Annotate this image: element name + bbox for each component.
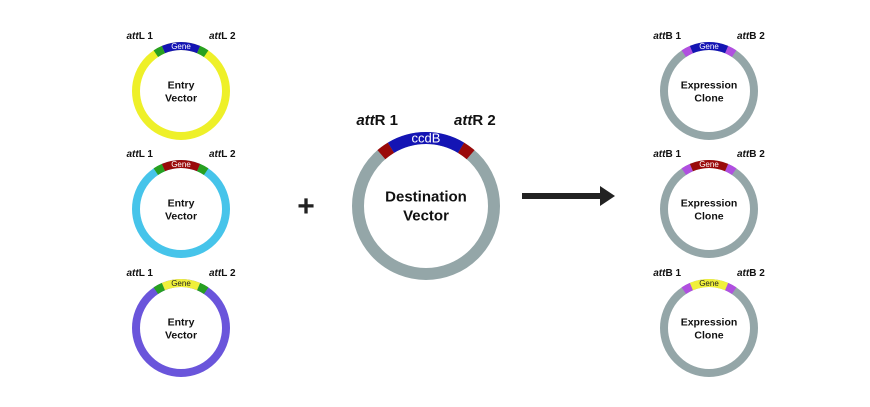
att-label-right: attL 2 [209,31,236,42]
gene-label: Gene [699,42,719,51]
plasmid-name-line: Vector [165,211,197,223]
plasmid-name-line: Expression [681,317,738,329]
att-site-1 [153,163,166,176]
gene-label: ccdB [412,131,441,146]
gene-segment [689,279,729,291]
att-site-1 [681,45,694,58]
plasmid-name-line: Entry [168,80,195,92]
att-site-2 [196,163,209,176]
att-label-right: attR 2 [454,112,496,129]
plasmid-name-line: Destination [385,189,467,206]
att-site-2 [196,282,209,295]
att-label-left: attL 1 [126,268,153,279]
att-label-right: attB 2 [737,31,765,42]
gene-label: Gene [699,279,719,288]
att-site-2 [196,45,209,58]
plasmid-name-line: Vector [165,330,197,342]
att-label-left: attL 1 [126,31,153,42]
att-site-1 [681,282,694,295]
att-site-2 [724,282,737,295]
gene-label: Gene [699,160,719,169]
plasmid-name-line: Vector [403,208,449,225]
att-label-left: attL 1 [126,149,153,160]
plasmid-name-line: Clone [694,93,723,105]
att-label-right: attB 2 [737,149,765,160]
att-site-1 [153,282,166,295]
plasmid-name-line: Entry [168,317,195,329]
att-label-right: attL 2 [209,268,236,279]
plasmid-name-line: Clone [694,330,723,342]
gene-label: Gene [171,42,191,51]
att-site-2 [457,142,475,160]
att-site-2 [724,45,737,58]
gene-label: Gene [171,160,191,169]
gene-segment [161,42,201,54]
gene-segment [387,132,465,153]
att-label-left: attB 1 [653,268,681,279]
att-site-2 [724,163,737,176]
plasmid-name-line: Entry [168,198,195,210]
plasmid-name-line: Clone [694,211,723,223]
gene-segment [689,160,729,172]
plasmid-name-line: Expression [681,80,738,92]
reaction-arrow-icon [522,186,615,206]
att-label-right: attL 2 [209,149,236,160]
att-site-1 [681,163,694,176]
gene-label: Gene [171,279,191,288]
gene-segment [161,279,201,291]
att-label-left: attR 1 [356,112,398,129]
att-label-right: attB 2 [737,268,765,279]
att-label-left: attB 1 [653,31,681,42]
plasmid-name-line: Expression [681,198,738,210]
att-label-left: attB 1 [653,149,681,160]
plus-symbol: + [297,190,315,223]
att-site-1 [153,45,166,58]
plasmid-backbone [352,132,500,280]
gene-segment [689,42,729,54]
att-site-1 [377,142,395,160]
gene-segment [161,160,201,172]
plasmid-name-line: Vector [165,93,197,105]
